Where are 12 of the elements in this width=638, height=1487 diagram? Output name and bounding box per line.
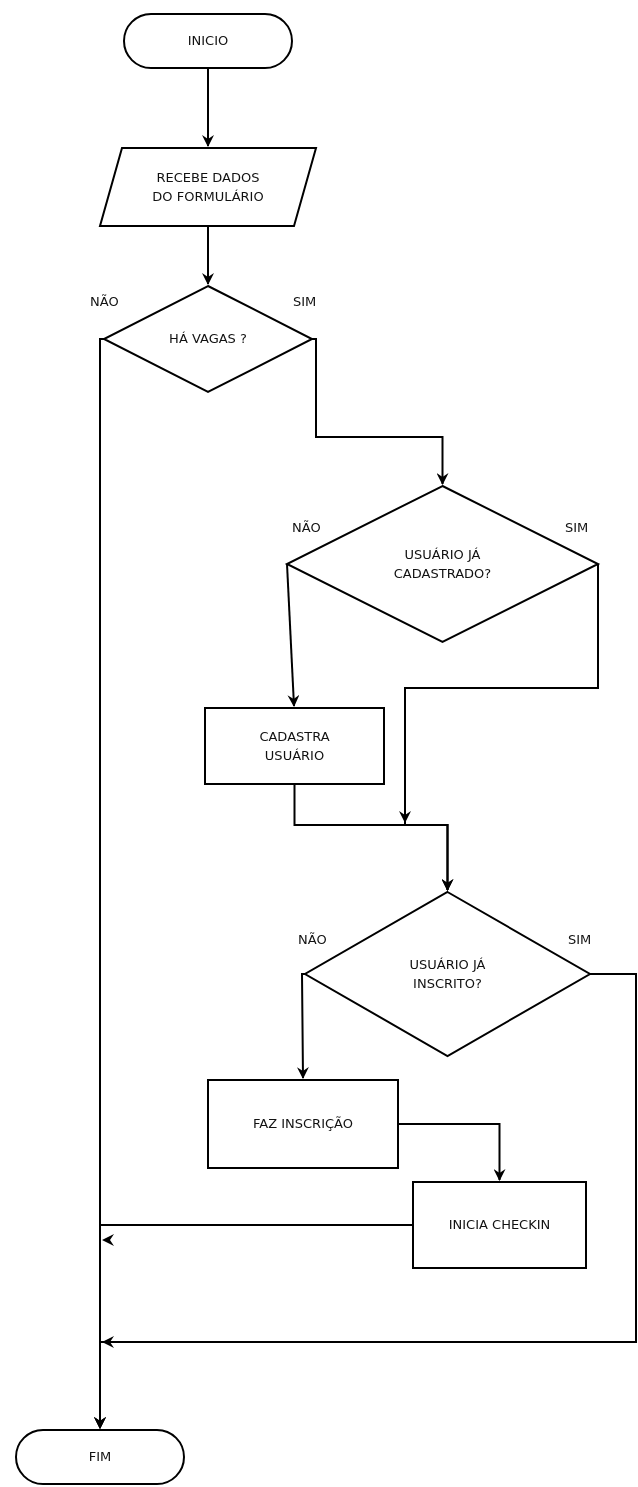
- node-label: RECEBE DADOS DO FORMULÁRIO: [152, 168, 264, 206]
- node-label: CADASTRA USUÁRIO: [258, 727, 331, 765]
- edge-label: NÃO: [88, 294, 121, 309]
- edge-label: NÃO: [296, 932, 329, 947]
- node-label: USUÁRIO JÁ CADASTRADO?: [392, 545, 493, 583]
- edge-label: NÃO: [290, 520, 323, 535]
- node-label: FAZ INSCRIÇÃO: [253, 1115, 353, 1134]
- node-label: USUÁRIO JÁ INSCRITO?: [408, 955, 487, 993]
- node-label: HÁ VAGAS ?: [169, 330, 247, 349]
- node-label: FIM: [88, 1448, 112, 1467]
- node-label: INICIO: [187, 32, 229, 51]
- node-label: INICIA CHECKIN: [448, 1216, 551, 1235]
